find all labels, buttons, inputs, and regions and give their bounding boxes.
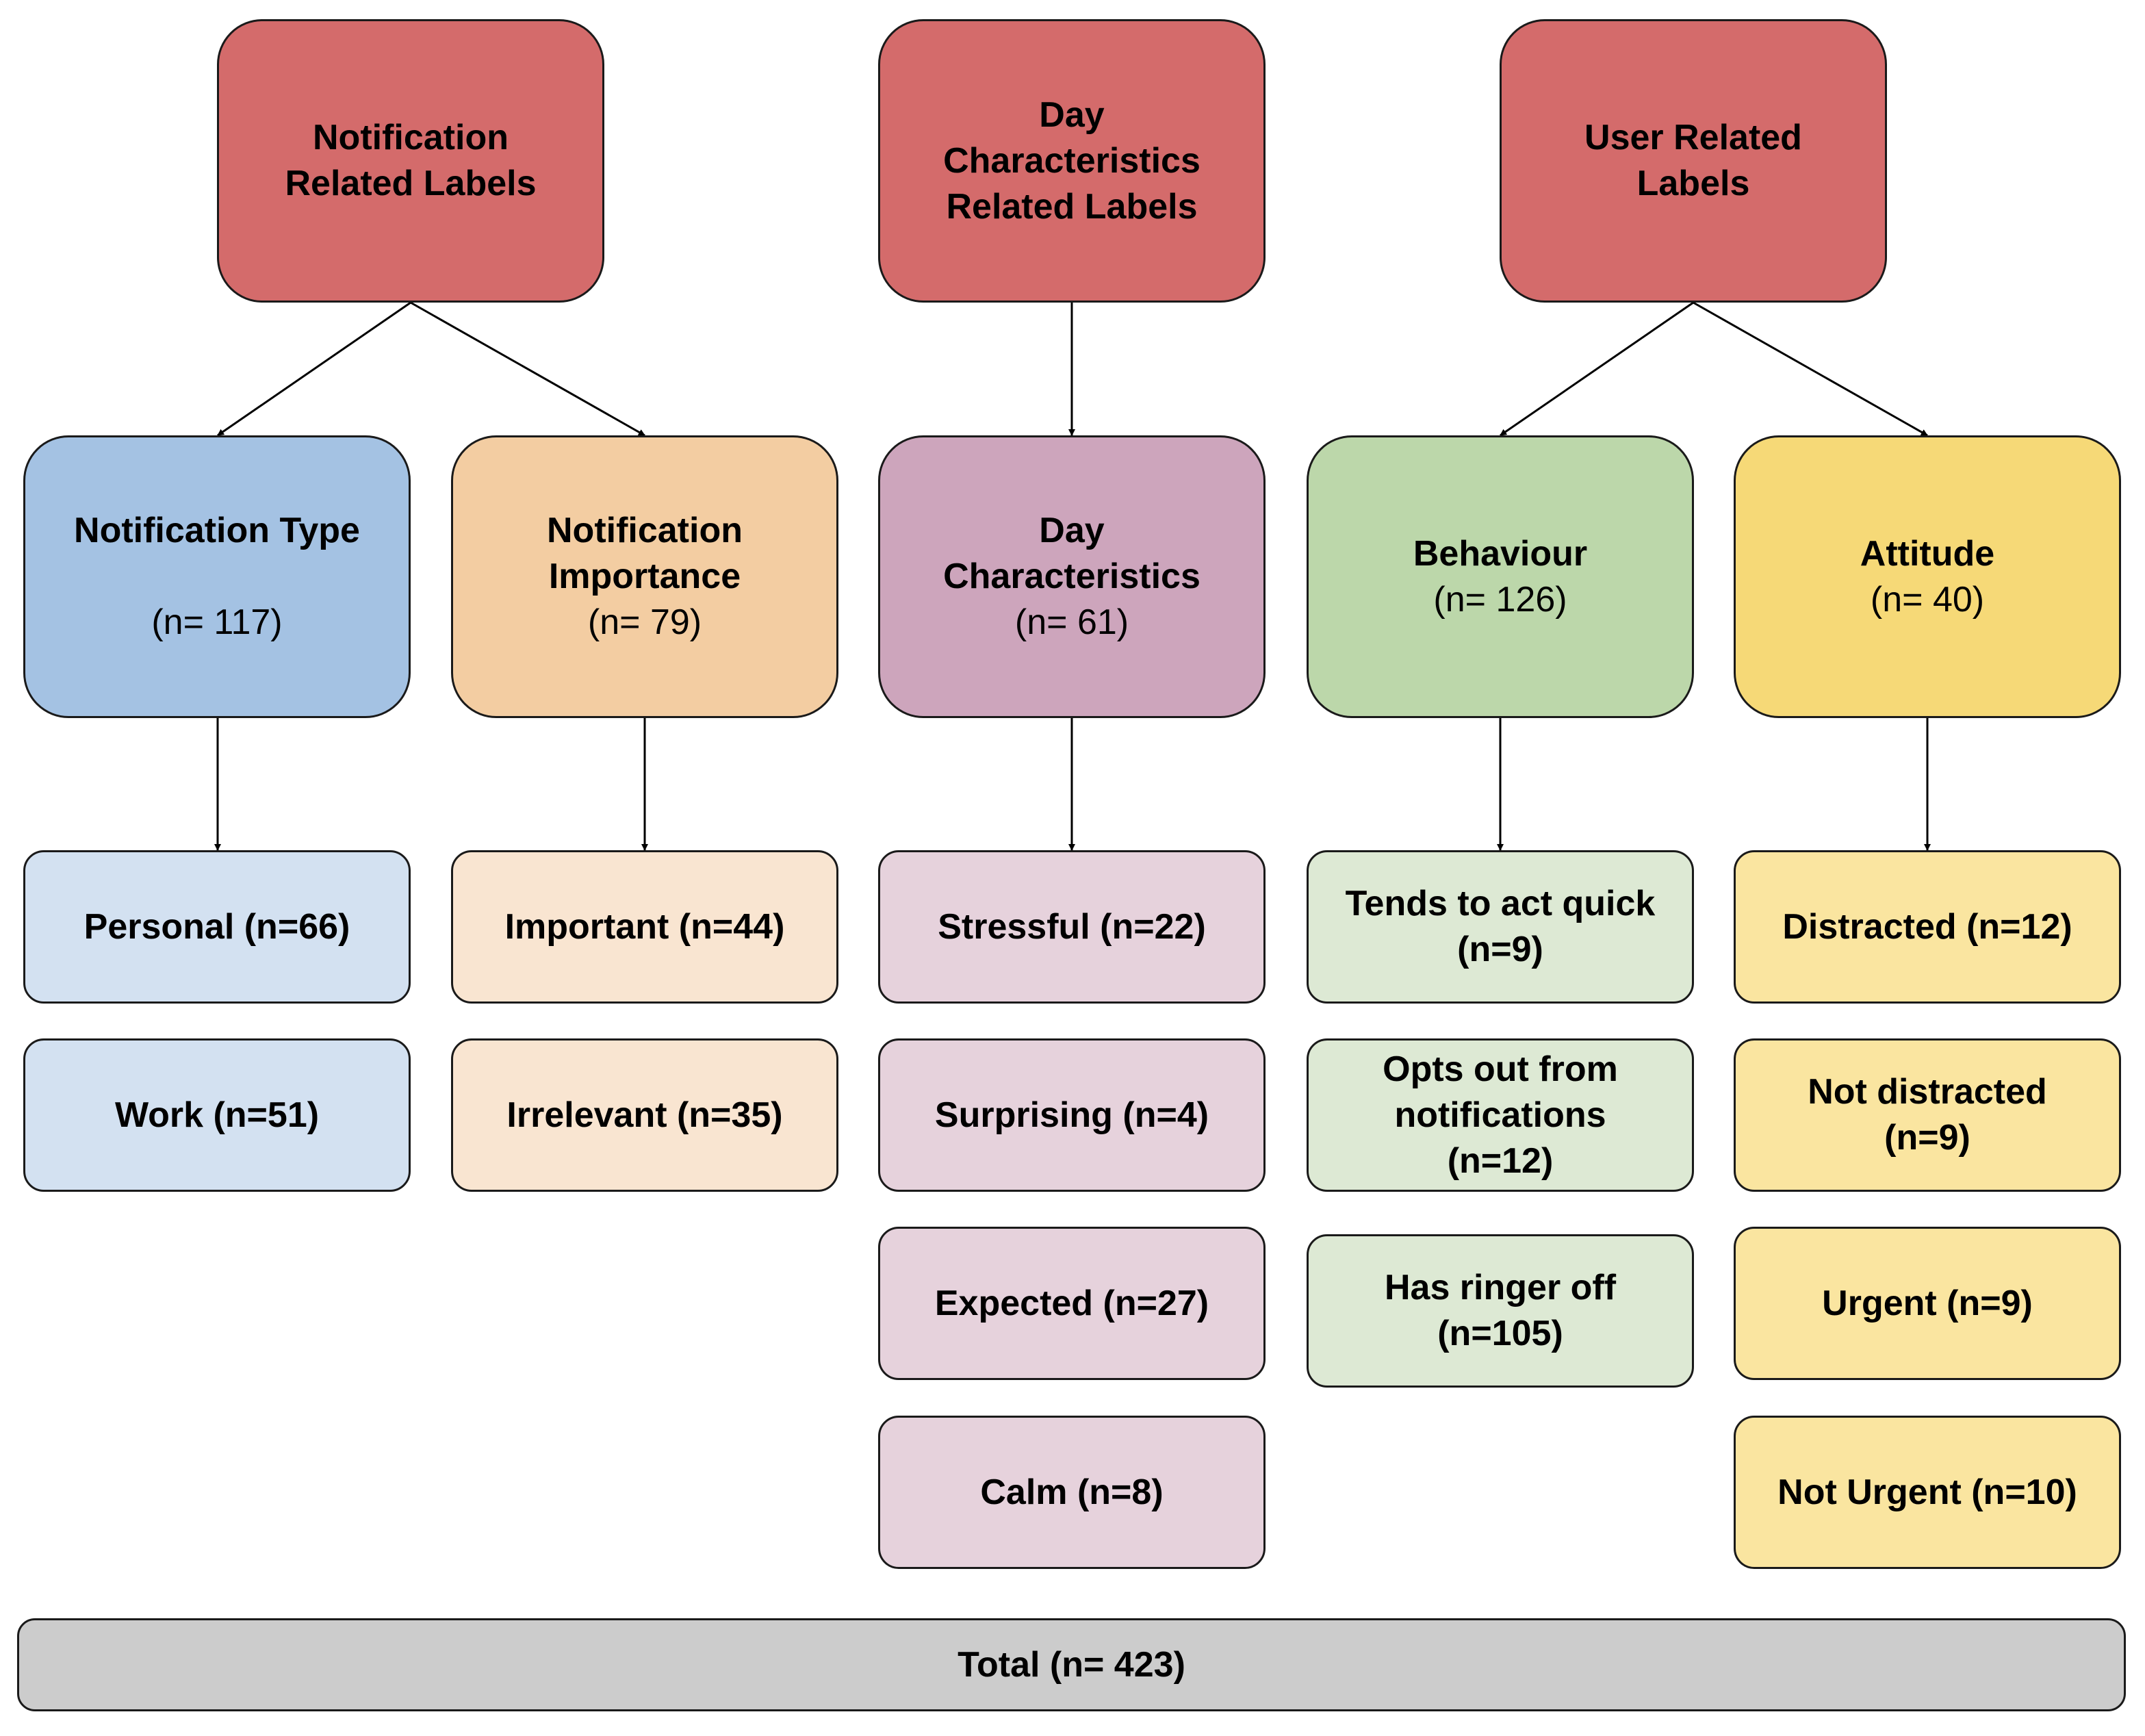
notification-importance-node: Notification Importance (n= 79) bbox=[451, 435, 838, 718]
leaf-stressful: Stressful (n=22) bbox=[878, 850, 1266, 1004]
leaf-not-distracted: Not distracted (n=9) bbox=[1734, 1038, 2121, 1192]
leaf-surprising-label: Surprising (n=4) bbox=[934, 1095, 1209, 1135]
behaviour-count: (n= 126) bbox=[1433, 579, 1567, 620]
total-label: Total (n= 423) bbox=[958, 1644, 1185, 1685]
day-characteristics-count: (n= 61) bbox=[1014, 602, 1129, 642]
attitude-node: Attitude (n= 40) bbox=[1734, 435, 2121, 718]
notification-related-labels-node: Notification Related Labels bbox=[217, 19, 604, 303]
leaf-calm: Calm (n=8) bbox=[878, 1416, 1266, 1569]
arrow-user-to-behaviour bbox=[1500, 301, 1694, 437]
day-characteristics-node: Day Characteristics (n= 61) bbox=[878, 435, 1266, 718]
leaf-tends-to-act-quick: Tends to act quick (n=9) bbox=[1307, 850, 1694, 1004]
leaf-not-urgent: Not Urgent (n=10) bbox=[1734, 1416, 2121, 1569]
leaf-work-label: Work (n=51) bbox=[114, 1095, 320, 1135]
leaf-urgent-label: Urgent (n=9) bbox=[1822, 1283, 2033, 1323]
notification-type-count: (n= 117) bbox=[151, 602, 283, 642]
leaf-expected: Expected (n=27) bbox=[878, 1227, 1266, 1380]
leaf-irrelevant: Irrelevant (n=35) bbox=[451, 1038, 838, 1192]
leaf-has-ringer-off: Has ringer off (n=105) bbox=[1307, 1234, 1694, 1388]
day-characteristics-label: Day Characteristics bbox=[943, 511, 1200, 596]
leaf-personal-label: Personal (n=66) bbox=[84, 906, 350, 947]
leaf-personal: Personal (n=66) bbox=[23, 850, 411, 1004]
total-bar: Total (n= 423) bbox=[17, 1618, 2126, 1711]
user-related-labels-title: User Related Labels bbox=[1584, 118, 1802, 203]
day-characteristics-related-labels-node: Day Characteristics Related Labels bbox=[878, 19, 1266, 303]
leaf-has-ringer-off-label: Has ringer off (n=105) bbox=[1384, 1268, 1617, 1353]
leaf-not-distracted-label: Not distracted (n=9) bbox=[1808, 1072, 2047, 1158]
arrow-user-to-attitude bbox=[1693, 301, 1928, 437]
notification-related-labels-title: Notification Related Labels bbox=[285, 118, 537, 203]
leaf-expected-label: Expected (n=27) bbox=[934, 1283, 1209, 1323]
leaf-important-label: Important (n=44) bbox=[504, 906, 785, 947]
attitude-count: (n= 40) bbox=[1870, 579, 1985, 620]
notification-importance-label: Notification Importance bbox=[547, 511, 743, 596]
leaf-surprising: Surprising (n=4) bbox=[878, 1038, 1266, 1192]
day-characteristics-related-labels-title: Day Characteristics Related Labels bbox=[943, 94, 1200, 227]
leaf-stressful-label: Stressful (n=22) bbox=[938, 906, 1206, 947]
leaf-opts-out-from-notifications: Opts out from notifications (n=12) bbox=[1307, 1038, 1694, 1192]
leaf-tends-to-act-quick-label: Tends to act quick (n=9) bbox=[1345, 884, 1656, 969]
leaf-urgent: Urgent (n=9) bbox=[1734, 1227, 2121, 1380]
leaf-not-urgent-label: Not Urgent (n=10) bbox=[1777, 1472, 2077, 1512]
leaf-important: Important (n=44) bbox=[451, 850, 838, 1004]
leaf-calm-label: Calm (n=8) bbox=[980, 1472, 1164, 1512]
leaf-distracted: Distracted (n=12) bbox=[1734, 850, 2121, 1004]
notification-type-label: Notification Type bbox=[74, 511, 360, 550]
user-related-labels-node: User Related Labels bbox=[1500, 19, 1887, 303]
leaf-irrelevant-label: Irrelevant (n=35) bbox=[506, 1095, 783, 1135]
behaviour-node: Behaviour (n= 126) bbox=[1307, 435, 1694, 718]
leaf-work: Work (n=51) bbox=[23, 1038, 411, 1192]
arrow-notification-to-importance bbox=[410, 301, 645, 437]
behaviour-label: Behaviour bbox=[1413, 533, 1588, 574]
leaf-opts-out-from-notifications-label: Opts out from notifications (n=12) bbox=[1383, 1049, 1618, 1181]
notification-type-node: Notification Type (n= 117) bbox=[23, 435, 411, 718]
notification-importance-count: (n= 79) bbox=[587, 602, 702, 642]
arrow-notification-to-type bbox=[217, 301, 411, 437]
attitude-label: Attitude bbox=[1860, 533, 1995, 574]
leaf-distracted-label: Distracted (n=12) bbox=[1782, 906, 2072, 947]
